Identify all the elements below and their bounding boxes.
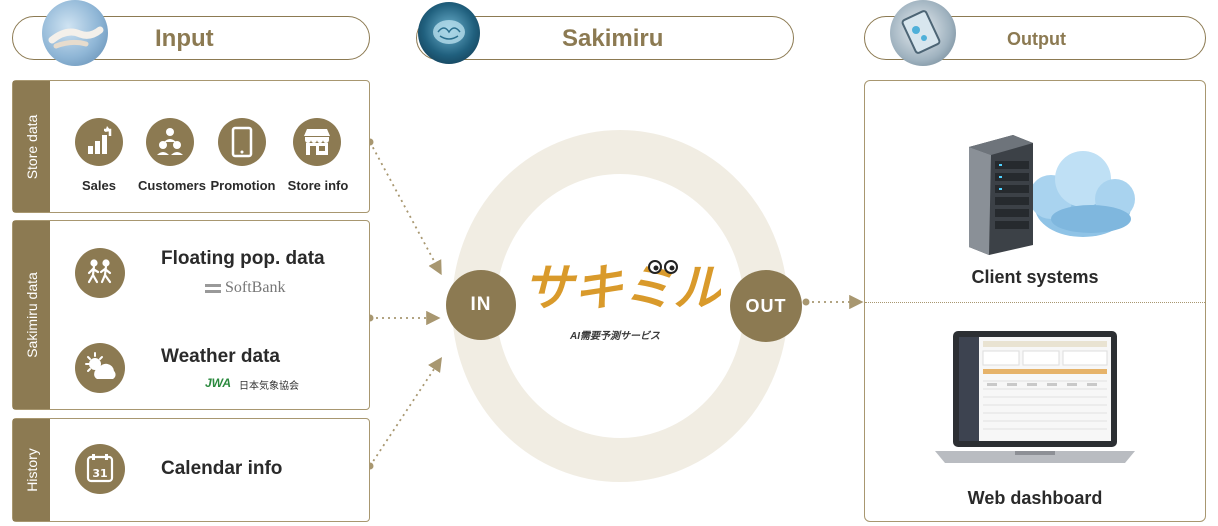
- tablet-icon: [218, 118, 266, 166]
- store-data-tab-label: Store data: [23, 114, 40, 179]
- client-systems-label: Client systems: [971, 267, 1099, 287]
- sales-label: Sales: [82, 178, 116, 193]
- walking-people-icon: [75, 248, 125, 298]
- sakimiru-data-tab-label: Sakimiru data: [23, 272, 40, 358]
- tablet-photo-icon: [890, 0, 956, 66]
- history-group: History 31 Calendar info: [12, 418, 370, 522]
- sakimiru-logo: サキミル AI需要予測サービス: [523, 255, 725, 345]
- store-info-label: Store info: [287, 178, 349, 193]
- calendar-info-label: Calendar info: [161, 458, 283, 479]
- sakimiru-header-label: Sakimiru: [562, 25, 664, 52]
- input-header-label: Input: [155, 25, 214, 52]
- history-tab: History: [13, 419, 50, 521]
- softbank-text: SoftBank: [225, 279, 286, 296]
- calendar-day: 31: [92, 467, 107, 480]
- bar-chart-icon: [75, 118, 123, 166]
- in-node-label: IN: [470, 294, 492, 315]
- calendar-icon: 31: [75, 444, 125, 494]
- floating-pop-label: Floating pop. data: [161, 248, 325, 269]
- output-divider: [865, 302, 1205, 303]
- promotion-label: Promotion: [210, 178, 276, 193]
- history-tab-label: History: [23, 448, 40, 492]
- logo-subtitle: AI需要予測サービス: [570, 331, 660, 342]
- web-dashboard-label: Web dashboard: [967, 488, 1103, 508]
- in-node: IN: [446, 270, 516, 340]
- brain-icon: [418, 2, 480, 64]
- store-data-tab: Store data: [13, 81, 50, 212]
- handshake-photo-icon: [42, 0, 108, 66]
- out-node: OUT: [730, 270, 802, 342]
- partly-cloudy-icon: [75, 343, 125, 393]
- store-data-group: Store data Sales Customers Promotion Sto…: [12, 80, 370, 213]
- laptop-dashboard-illustration: [935, 327, 1135, 469]
- sakimiru-data-tab: Sakimiru data: [13, 221, 50, 409]
- people-icon: [146, 118, 194, 166]
- customers-label: Customers: [138, 178, 206, 193]
- logo-wordmark: サキミル: [531, 259, 721, 315]
- output-header-label: Output: [1007, 29, 1066, 49]
- server-cloud-illustration: [933, 127, 1143, 257]
- sakimiru-data-group: Sakimiru data Floating pop. data SoftBan…: [12, 220, 370, 410]
- output-box: Client systems Web dashboard: [864, 80, 1206, 522]
- weather-data-label: Weather data: [161, 346, 280, 367]
- jwa-mark: JWA: [205, 376, 232, 390]
- out-node-label: OUT: [745, 296, 787, 316]
- jwa-text: 日本気象協会: [239, 381, 299, 392]
- store-icon: [293, 118, 341, 166]
